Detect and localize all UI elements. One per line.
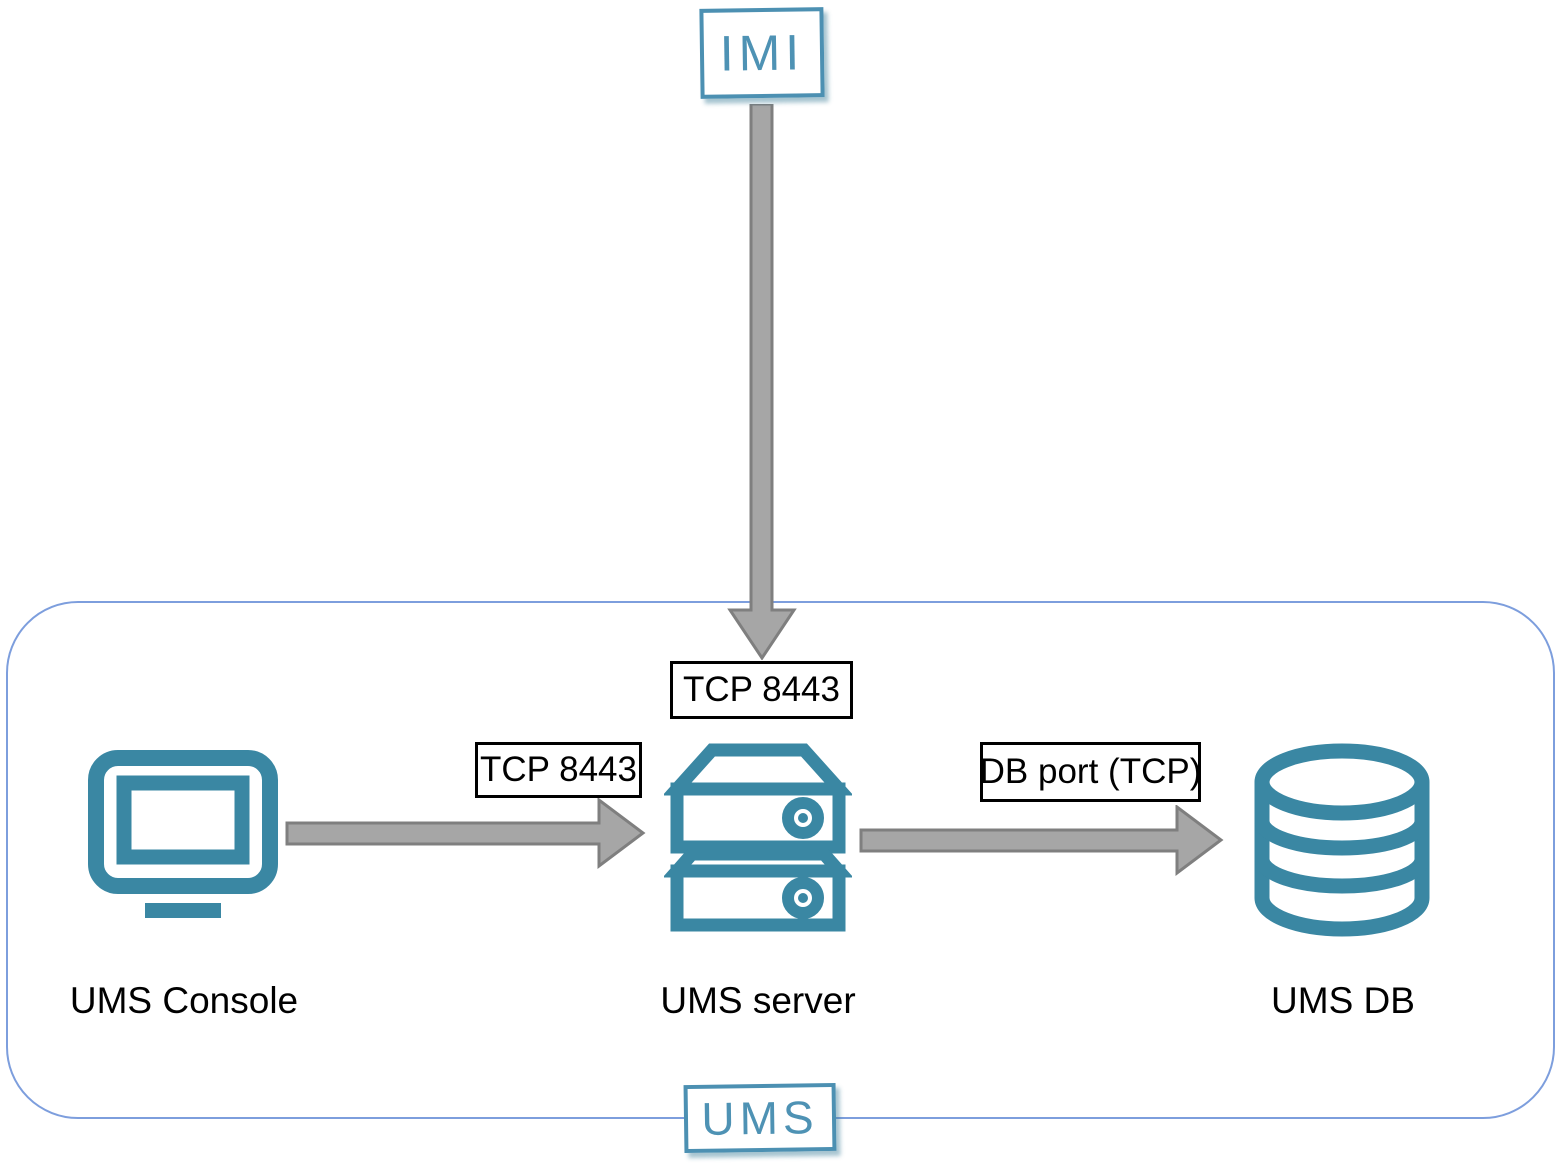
node-label-db: UMS DB — [1213, 980, 1473, 1022]
port-label-server-db: DB port (TCP) — [980, 742, 1201, 802]
database-icon — [1254, 743, 1430, 937]
port-label-imi-server: TCP 8443 — [670, 661, 853, 719]
ums-box: UMS — [683, 1082, 837, 1154]
ums-label: UMS — [701, 1091, 819, 1145]
server-to-db-arrow — [859, 805, 1224, 876]
node-label-server-text: UMS server — [660, 980, 856, 1021]
port-label-server-db-text: DB port (TCP) — [979, 752, 1202, 791]
server-icon — [664, 743, 852, 932]
node-label-db-text: UMS DB — [1271, 980, 1415, 1021]
imi-box: IMI — [699, 7, 825, 99]
node-label-console: UMS Console — [54, 980, 314, 1022]
port-label-console-server: TCP 8443 — [475, 742, 642, 798]
imi-label: IMI — [719, 24, 805, 82]
imi-to-server-arrow — [727, 104, 797, 660]
monitor-icon — [88, 750, 278, 918]
port-label-console-server-text: TCP 8443 — [480, 750, 637, 789]
port-label-imi-server-text: TCP 8443 — [683, 670, 840, 709]
node-label-console-text: UMS Console — [69, 980, 299, 1021]
node-label-server: UMS server — [628, 980, 888, 1022]
console-to-server-arrow — [285, 798, 646, 869]
